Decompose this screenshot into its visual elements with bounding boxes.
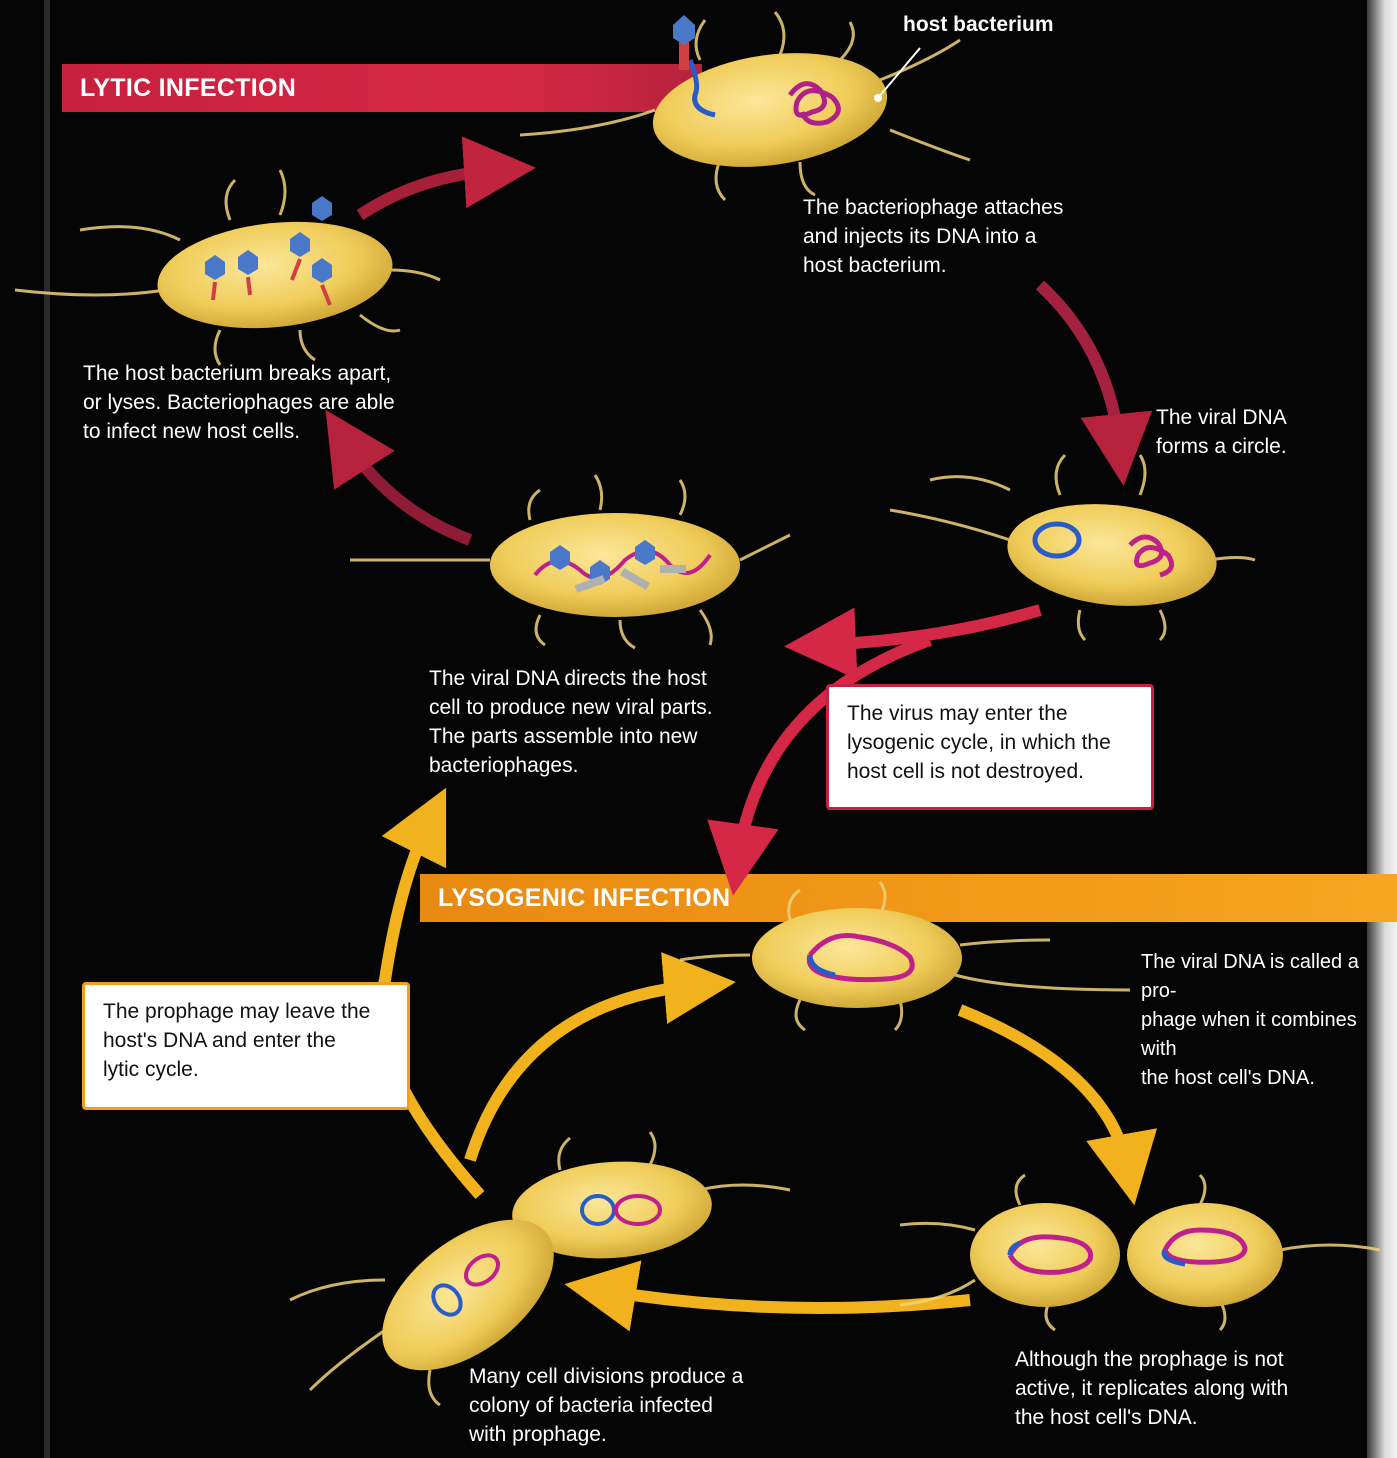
caption-colony: Many cell divisions produce a colony of …: [469, 1362, 743, 1449]
caption-prophage: The viral DNA is called a pro- phage whe…: [1141, 948, 1397, 1093]
host-bacterium-leader: [878, 48, 920, 98]
caption-colony-line: colony of bacteria infected: [469, 1391, 743, 1420]
arrow-colony-to-prophage: [470, 985, 700, 1160]
arrow-division-to-colony: [600, 1290, 970, 1308]
callout-lytic-return: The prophage may leave the host's DNA an…: [82, 982, 410, 1110]
caption-lyse-line: The host bacterium breaks apart,: [83, 359, 395, 388]
callout-line: lysogenic cycle, in which the: [847, 728, 1133, 757]
bacterium-prophage: [680, 882, 1130, 1030]
caption-prophage-line: the host cell's DNA.: [1141, 1064, 1397, 1093]
caption-circle-line: forms a circle.: [1156, 432, 1287, 461]
caption-replicate-line: active, it replicates along with: [1015, 1374, 1288, 1403]
bacterium-attach: [520, 12, 970, 200]
bacterium-direct: [350, 475, 790, 648]
caption-replicate-line: the host cell's DNA.: [1015, 1403, 1288, 1432]
arrow-prophage-to-division: [960, 1010, 1128, 1170]
caption-circle-line: The viral DNA: [1156, 403, 1287, 432]
caption-prophage-line: phage when it combines with: [1141, 1006, 1397, 1064]
arrow-direct-to-lyse: [345, 440, 470, 540]
arrow-circle-to-direct: [820, 610, 1040, 645]
caption-lyse-line: or lyses. Bacteriophages are able: [83, 388, 395, 417]
caption-replicate-line: Although the prophage is not: [1015, 1345, 1288, 1374]
caption-attach-line: host bacterium.: [803, 251, 1063, 280]
callout-line: host's DNA and enter the: [103, 1026, 389, 1055]
caption-lyse-line: to infect new host cells.: [83, 417, 395, 446]
caption-direct: The viral DNA directs the host cell to p…: [429, 664, 713, 780]
callout-lysogenic-entry: The virus may enter the lysogenic cycle,…: [826, 684, 1154, 810]
callout-line: host cell is not destroyed.: [847, 757, 1133, 786]
caption-circle: The viral DNA forms a circle.: [1156, 403, 1287, 461]
caption-attach-line: The bacteriophage attaches: [803, 193, 1063, 222]
callout-line: The prophage may leave the: [103, 997, 389, 1026]
caption-replicate: Although the prophage is not active, it …: [1015, 1345, 1288, 1432]
caption-lyse: The host bacterium breaks apart, or lyse…: [83, 359, 395, 446]
caption-direct-line: bacteriophages.: [429, 751, 713, 780]
bacterium-dividing: [900, 1175, 1380, 1330]
callout-line: The virus may enter the: [847, 699, 1133, 728]
arrow-attach-to-circle: [1040, 285, 1120, 450]
host-bacterium-label: host bacterium: [903, 10, 1054, 39]
caption-direct-line: The parts assemble into new: [429, 722, 713, 751]
caption-prophage-line: The viral DNA is called a pro-: [1141, 948, 1397, 1006]
caption-colony-line: Many cell divisions produce a: [469, 1362, 743, 1391]
caption-direct-line: cell to produce new viral parts.: [429, 693, 713, 722]
caption-attach-line: and injects its DNA into a: [803, 222, 1063, 251]
caption-attach: The bacteriophage attaches and injects i…: [803, 193, 1063, 280]
arrow-lyse-to-attach: [360, 170, 500, 215]
bacterium-circle: [890, 455, 1255, 640]
caption-colony-line: with prophage.: [469, 1420, 743, 1449]
caption-direct-line: The viral DNA directs the host: [429, 664, 713, 693]
callout-line: lytic cycle.: [103, 1055, 389, 1084]
